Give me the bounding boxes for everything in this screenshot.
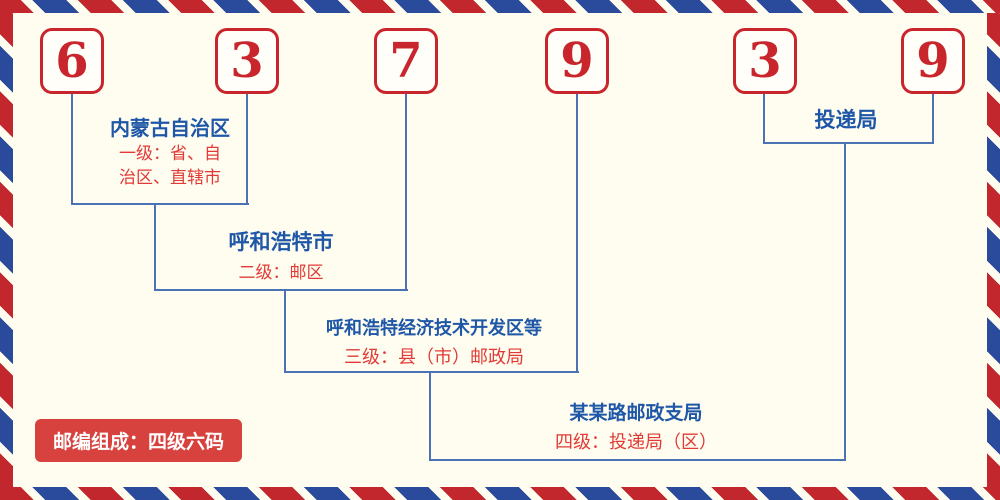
connector-digit3-down	[405, 94, 407, 291]
connector-delivery-bracket	[763, 142, 934, 144]
connector-digit1-down	[71, 94, 73, 205]
postal-digit-box-1: 6	[40, 28, 104, 94]
airmail-border-bottom	[0, 487, 1000, 500]
postal-code-composition-badge: 邮编组成：四级六码	[35, 419, 243, 462]
airmail-border-left	[0, 13, 13, 487]
level3-description: 三级：县（市）邮政局	[344, 347, 524, 368]
level1-description-line2: 治区、直辖市	[119, 168, 221, 188]
postal-digit-box-5: 3	[733, 28, 797, 94]
connector-digit5-down	[763, 94, 765, 144]
level2-description: 二级：邮区	[238, 263, 324, 283]
connector-digit2-down	[246, 94, 248, 205]
connector-digit6-down	[932, 94, 934, 144]
airmail-border-right	[987, 13, 1000, 487]
level1-region-name: 内蒙古自治区	[110, 116, 230, 140]
postal-digit-box-6: 9	[901, 28, 965, 94]
connector-delivery-down	[844, 142, 846, 461]
connector-level1-underline	[71, 203, 249, 205]
connector-level4-underline	[429, 459, 846, 461]
level3-region-name: 呼和浩特经济技术开发区等	[326, 318, 542, 339]
airmail-border-top	[0, 0, 1000, 13]
postal-digit-box-2: 3	[215, 28, 279, 94]
postal-digit-6: 9	[916, 33, 950, 89]
connector-digit4-down	[576, 94, 578, 373]
postal-digit-box-3: 7	[374, 28, 438, 94]
level2-region-name: 呼和浩特市	[228, 230, 334, 254]
postal-digit-4: 9	[560, 33, 594, 89]
connector-level2-underline	[154, 289, 408, 291]
connector-level2-to-level3	[284, 289, 286, 373]
connector-level3-to-level4	[429, 371, 431, 461]
delivery-office-label: 投递局	[814, 108, 878, 132]
connector-level3-underline	[284, 371, 579, 373]
level1-description: 一级：省、自 治区、直辖市	[119, 142, 221, 190]
level4-region-name: 某某路邮政支局	[569, 402, 703, 424]
connector-level1-to-level2	[154, 203, 156, 291]
postal-digit-1: 6	[55, 33, 89, 89]
level1-description-line1: 一级：省、自	[119, 144, 221, 164]
level4-description: 四级：投递局（区）	[555, 432, 717, 453]
postal-digit-box-4: 9	[545, 28, 609, 94]
postal-digit-5: 3	[748, 33, 782, 89]
postal-digit-3: 7	[389, 33, 423, 89]
postal-digit-2: 3	[230, 33, 264, 89]
